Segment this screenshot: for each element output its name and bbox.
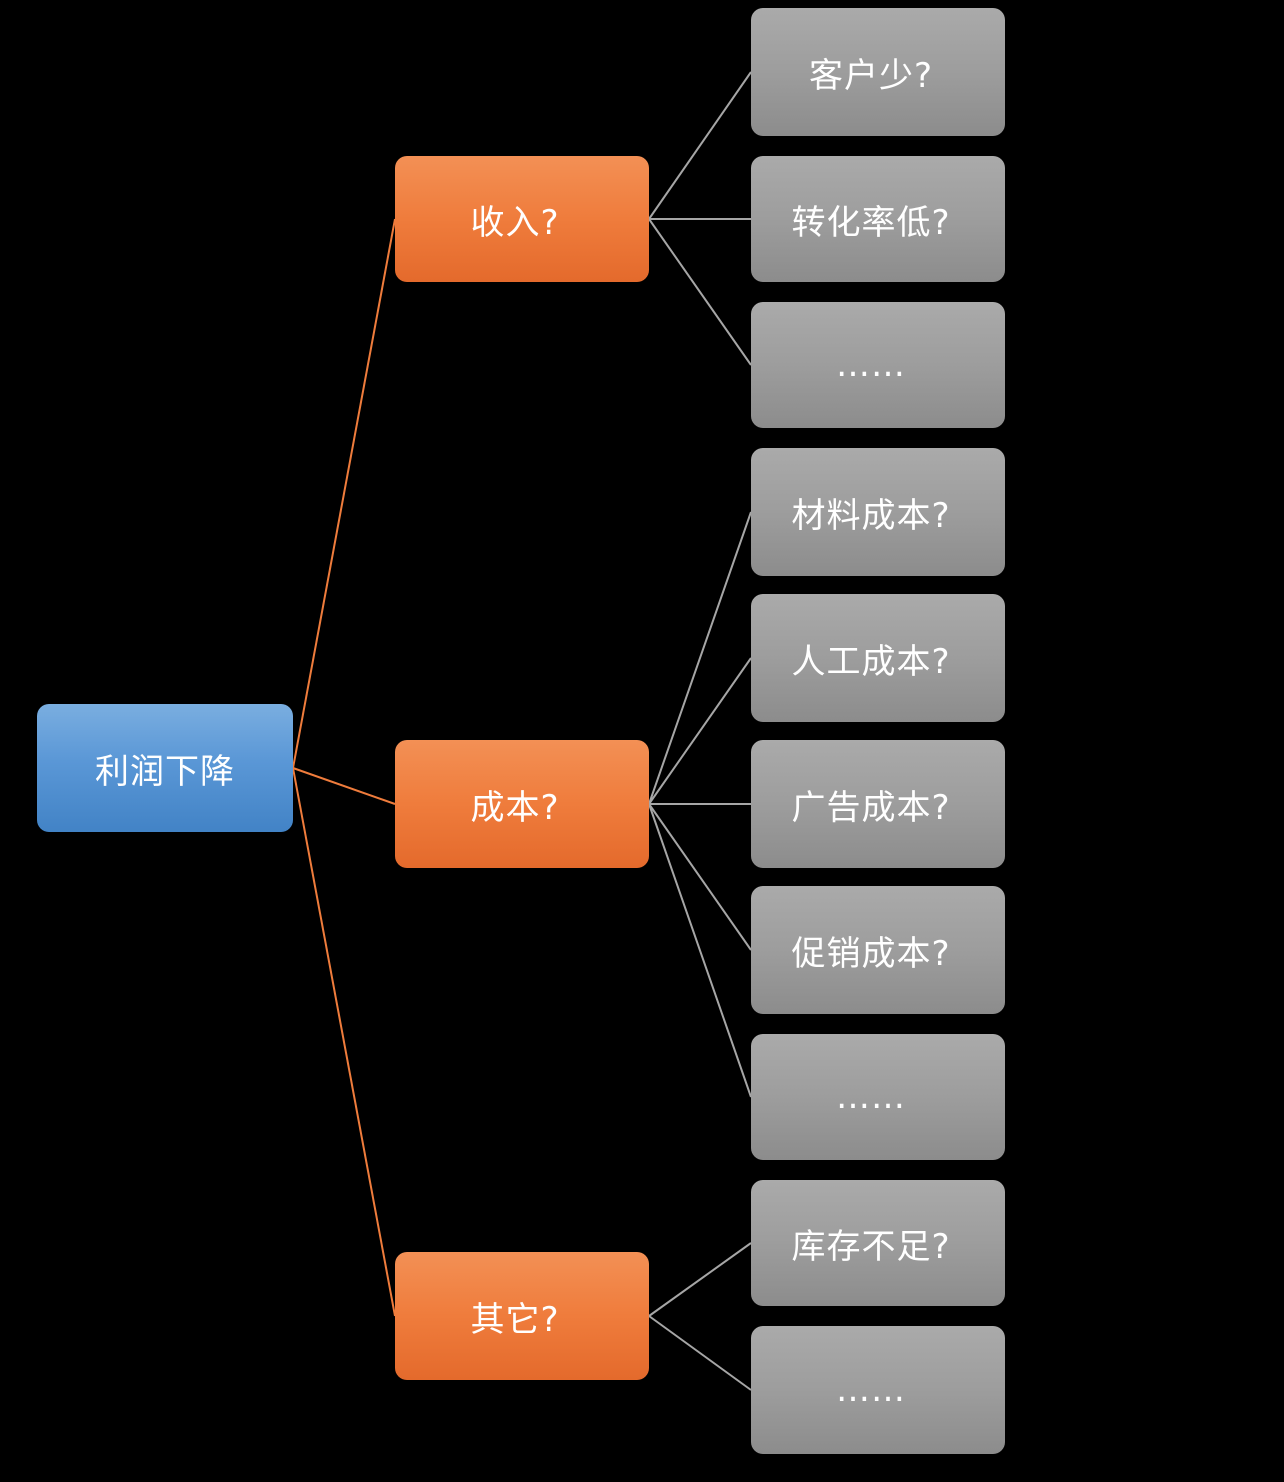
leaf-node-low-conversion[interactable]: 转化率低? [751, 156, 1005, 282]
leaf-node-material-cost[interactable]: 材料成本? [751, 448, 1005, 576]
connector-cost-to-leaf-4 [648, 657, 752, 805]
connector-other-to-leaf-8 [648, 1242, 752, 1317]
leaf-node-label: 库存不足? [791, 1226, 951, 1267]
leaf-node-ellipsis-other[interactable]: …… [751, 1326, 1005, 1454]
root-node-profit-decline[interactable]: 利润下降 [37, 704, 293, 832]
connector-cost-to-leaf-7 [648, 803, 752, 1098]
connector-root-to-cost [292, 767, 396, 805]
leaf-node-label: 促销成本? [791, 933, 951, 974]
leaf-node-label: …… [836, 1077, 906, 1117]
connector-root-to-other [292, 767, 396, 1317]
leaf-node-ellipsis-cost[interactable]: …… [751, 1034, 1005, 1160]
connector-income-to-leaf-2 [648, 218, 752, 366]
connector-income-to-leaf-0 [648, 71, 752, 220]
root-node-label: 利润下降 [95, 751, 235, 792]
branch-node-label: 成本? [470, 787, 560, 828]
branch-node-label: 收入? [470, 202, 560, 243]
branch-node-other[interactable]: 其它? [395, 1252, 649, 1380]
leaf-node-label: 转化率低? [791, 202, 951, 243]
leaf-node-label: 客户少? [808, 55, 934, 96]
leaf-node-insufficient-inventory[interactable]: 库存不足? [751, 1180, 1005, 1306]
connector-root-to-income [292, 218, 396, 769]
leaf-node-label: 广告成本? [791, 787, 951, 828]
leaf-node-ellipsis-income[interactable]: …… [751, 302, 1005, 428]
connector-cost-to-leaf-6 [648, 803, 752, 951]
leaf-node-few-customers[interactable]: 客户少? [751, 8, 1005, 136]
leaf-node-labor-cost[interactable]: 人工成本? [751, 594, 1005, 722]
branch-node-income[interactable]: 收入? [395, 156, 649, 282]
connector-cost-to-leaf-3 [648, 511, 752, 805]
branch-node-label: 其它? [470, 1299, 560, 1340]
connector-other-to-leaf-9 [648, 1315, 752, 1391]
branch-node-cost[interactable]: 成本? [395, 740, 649, 868]
leaf-node-promotion-cost[interactable]: 促销成本? [751, 886, 1005, 1014]
leaf-node-label: 人工成本? [791, 641, 951, 682]
leaf-node-advertising-cost[interactable]: 广告成本? [751, 740, 1005, 868]
leaf-node-label: …… [836, 1370, 906, 1410]
leaf-node-label: 材料成本? [791, 495, 951, 536]
leaf-node-label: …… [836, 345, 906, 385]
